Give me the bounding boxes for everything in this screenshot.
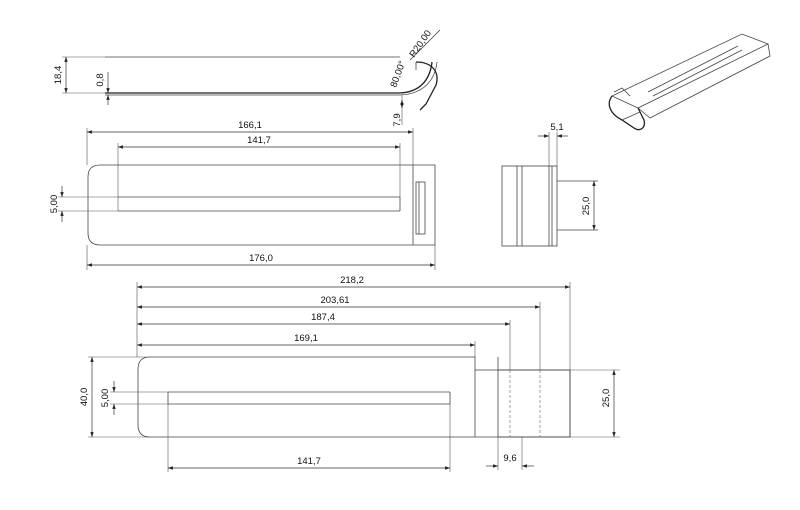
dim-top-slot-length: 141,7 [247, 135, 271, 146]
side-view: 18,4 0,8 80,00° R20,00 7,9 [53, 28, 441, 127]
dim-end-height: 25,0 [581, 197, 592, 216]
top-view: 166,1 141,7 5,00 176,0 [49, 120, 436, 270]
dim-flat-bend2: 203,61 [320, 295, 349, 306]
dim-flat-bend1: 187,4 [311, 312, 335, 323]
dim-flat-tab-offset: 9,6 [503, 453, 516, 464]
dim-side-radius: R20,00 [407, 28, 434, 59]
dim-flat-tab-height: 25,0 [601, 389, 612, 408]
dim-flat-total: 218,2 [340, 275, 364, 286]
dim-top-overall-slot: 166,1 [238, 120, 262, 131]
dim-top-overall-length: 176,0 [249, 253, 273, 264]
flat-pattern-view: 218,2 203,61 187,4 169,1 40,0 5,00 25,0 [79, 275, 620, 472]
dim-flat-slot-end: 169,1 [294, 333, 318, 344]
dim-side-angle: 80,00° [388, 59, 408, 89]
dim-side-height: 18,4 [53, 66, 64, 85]
isometric-view [608, 33, 771, 131]
dim-flat-width: 40,0 [79, 388, 90, 407]
dim-side-thickness: 0,8 [95, 73, 106, 86]
dim-flat-slot-width: 5,00 [100, 389, 111, 408]
dim-flat-slot-length: 141,7 [297, 456, 321, 467]
dim-end-flange: 5,1 [550, 122, 563, 133]
dim-top-slot-width: 5,00 [49, 195, 60, 214]
end-view: 5,1 25,0 [501, 122, 598, 247]
dim-side-offset: 7,9 [392, 113, 403, 126]
